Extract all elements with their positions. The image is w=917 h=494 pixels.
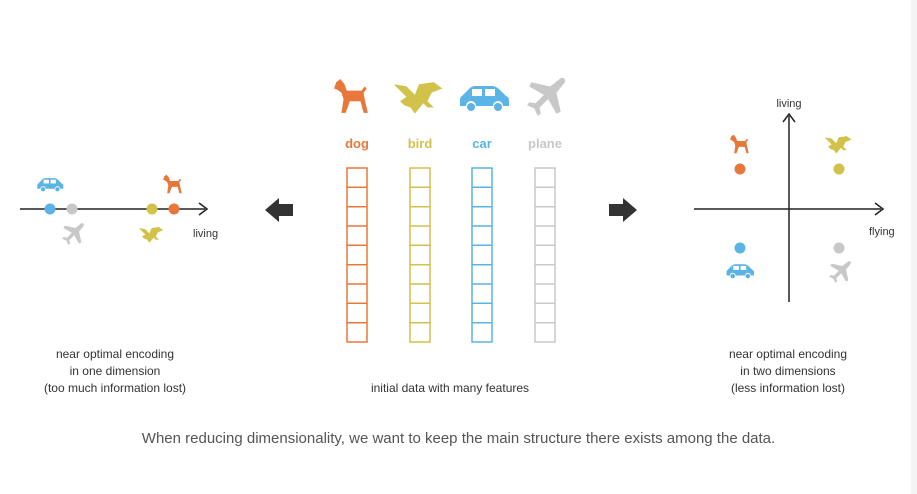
feature-vectors	[346, 167, 556, 343]
dog-icon	[730, 134, 749, 154]
right-caption-line3: (less information lost)	[730, 381, 846, 395]
car-point	[44, 203, 56, 215]
dog-icon	[163, 174, 182, 194]
axis-arrowhead-icon	[198, 202, 209, 216]
right-caption-line2: in two dimensions	[740, 364, 836, 378]
dog-label: dog	[345, 136, 369, 151]
x-axis-arrowhead-icon	[874, 202, 885, 216]
dog-point	[168, 203, 180, 215]
plane-point	[66, 203, 78, 215]
dog-icon	[334, 79, 368, 113]
center-labels: dog bird car plane	[345, 136, 562, 151]
dog-feature-vector	[346, 167, 368, 343]
right-arrow-icon	[609, 198, 637, 222]
living-axis-label: living	[776, 98, 801, 110]
bird-label: bird	[408, 136, 433, 151]
bird-feature-vector	[409, 167, 431, 343]
plane-label: plane	[528, 136, 562, 151]
scrollbar-track[interactable]	[911, 0, 917, 494]
left-caption-line2: in one dimension	[69, 364, 161, 378]
car-point	[734, 242, 746, 254]
plane-point	[833, 242, 845, 254]
center-icons	[334, 77, 566, 116]
right-2d-plot: living flying	[694, 98, 895, 302]
center-caption: initial data with many features	[370, 381, 530, 395]
y-axis-arrowhead-icon	[782, 112, 796, 123]
car-feature-vector	[471, 167, 493, 343]
plane-feature-vector	[534, 167, 556, 343]
bird-icon	[393, 82, 443, 114]
dog-point	[734, 163, 746, 175]
left-caption-line3: (too much information lost)	[43, 381, 187, 395]
right-caption-line1: near optimal encoding	[728, 347, 848, 361]
bird-icon	[824, 136, 852, 154]
plane-icon	[829, 261, 851, 283]
car-icon	[37, 178, 64, 192]
plane-icon	[62, 223, 84, 245]
car-label: car	[472, 136, 492, 151]
living-axis-label: living	[193, 228, 218, 240]
car-icon	[460, 86, 509, 111]
bird-icon	[138, 227, 164, 243]
left-1d-plot: living	[20, 174, 218, 245]
figure-caption: When reducing dimensionality, we want to…	[141, 430, 776, 447]
left-caption-line1: near optimal encoding	[55, 347, 175, 361]
flying-axis-label: flying	[869, 226, 895, 238]
bird-point	[146, 203, 158, 215]
car-icon	[726, 264, 755, 279]
bird-point	[833, 163, 845, 175]
plane-icon	[527, 77, 566, 116]
right-caption: near optimal encoding in two dimensions …	[688, 346, 888, 397]
left-arrow-icon	[265, 198, 293, 222]
left-caption: near optimal encoding in one dimension (…	[15, 346, 215, 397]
